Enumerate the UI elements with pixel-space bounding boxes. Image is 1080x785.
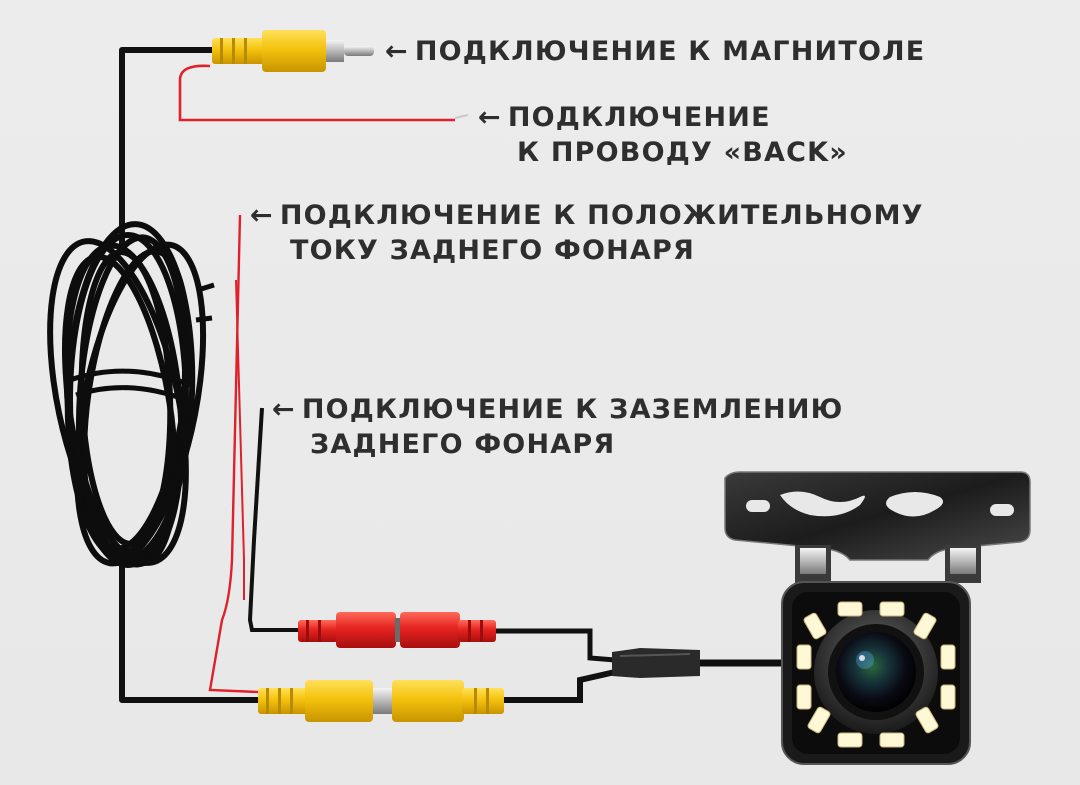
camera-leds <box>796 601 956 748</box>
cable-junction <box>612 648 785 678</box>
arrow-left-icon: ← <box>385 36 409 67</box>
arrow-left-icon: ← <box>272 394 296 425</box>
label-ground-line2: ЗАДНЕГО ФОНАРЯ <box>310 429 616 460</box>
positive-wire <box>208 214 259 694</box>
bottom-rca-pair <box>258 669 616 722</box>
label-ground-line1: ПОДКЛЮЧЕНИЕ К ЗАЗЕМЛЕНИЮ <box>301 394 844 425</box>
camera-bracket <box>724 471 1031 583</box>
top-rca-plug <box>212 30 374 72</box>
label-head-unit-text: ПОДКЛЮЧЕНИЕ К МАГНИТОЛЕ <box>414 36 926 67</box>
back-wire-tip <box>454 114 469 119</box>
label-head-unit: ←ПОДКЛЮЧЕНИЕ К МАГНИТОЛЕ <box>385 34 925 69</box>
power-connector-pair <box>298 612 616 663</box>
main-cable <box>119 47 265 703</box>
label-positive-line1: ПОДКЛЮЧЕНИЕ К ПОЛОЖИТЕЛЬНОМУ <box>279 200 924 231</box>
label-back-wire: ←ПОДКЛЮЧЕНИЕ К ПРОВОДУ «BACK» <box>478 100 848 170</box>
label-back-wire-line1: ПОДКЛЮЧЕНИЕ <box>507 102 771 133</box>
ground-wire <box>247 407 298 632</box>
back-wire <box>178 64 455 122</box>
label-positive: ←ПОДКЛЮЧЕНИЕ К ПОЛОЖИТЕЛЬНОМУ ТОКУ ЗАДНЕ… <box>250 198 924 268</box>
label-ground: ←ПОДКЛЮЧЕНИЕ К ЗАЗЕМЛЕНИЮ ЗАДНЕГО ФОНАРЯ <box>272 392 844 462</box>
label-back-wire-line2: К ПРОВОДУ «BACK» <box>517 137 848 168</box>
positive-wire-2 <box>235 279 245 600</box>
coiled-cable <box>47 221 215 568</box>
label-positive-line2: ТОКУ ЗАДНЕГО ФОНАРЯ <box>290 235 695 266</box>
arrow-left-icon: ← <box>478 102 502 133</box>
camera-body <box>781 581 971 765</box>
arrow-left-icon: ← <box>250 200 274 231</box>
